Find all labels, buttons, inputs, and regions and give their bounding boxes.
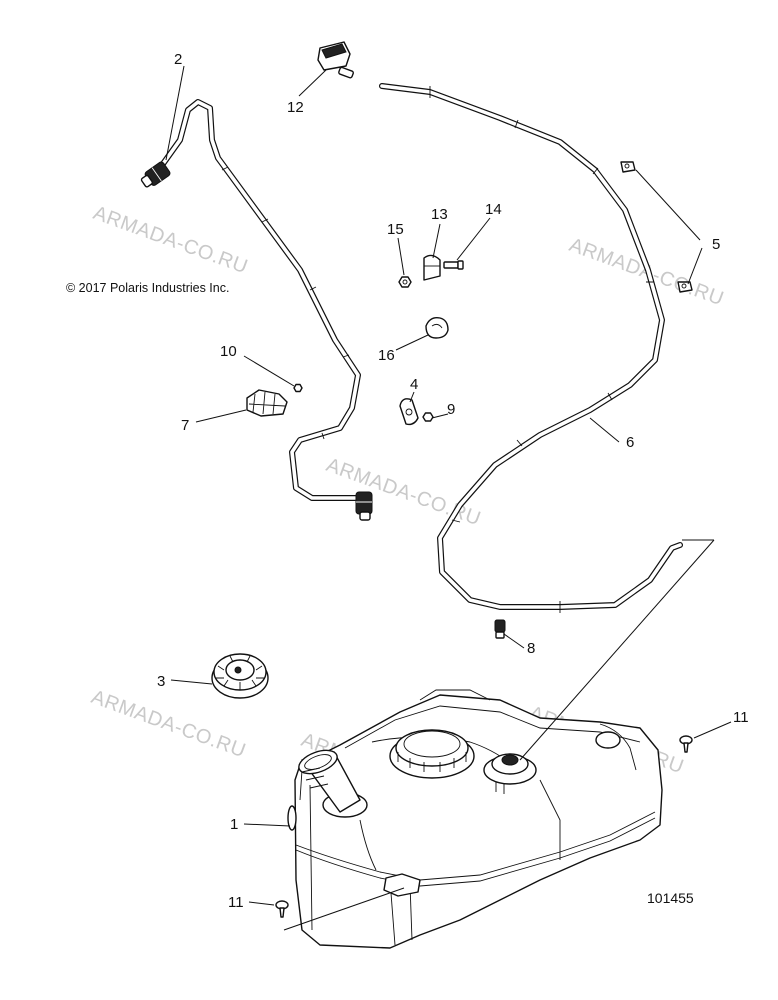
part-13-clip [423,254,441,281]
leader-lines [165,65,732,931]
part-5-clamp-b [677,281,693,293]
callout-11-lower: 11 [228,894,244,911]
part-6-fuel-hose [379,83,683,639]
part-11-screw-lower [275,900,289,918]
callout-10: 10 [220,343,237,360]
callout-15: 15 [387,221,404,238]
part-2-vent-hose [140,99,373,521]
callouts: 2 12 5 13 14 15 16 4 9 10 7 6 8 3 1 11 1… [157,51,749,911]
part-16-strap-clip [425,316,449,339]
part-11-screw-upper [679,735,693,753]
callout-16: 16 [378,347,395,364]
callout-5: 5 [712,236,720,253]
part-5-clamp-a [620,161,636,173]
watermark-1: ARMADA-CO.RU [90,202,250,278]
callout-1: 1 [230,816,238,833]
part-15-nut [398,276,412,288]
part-14-bolt [443,260,464,270]
part-8-fitting [494,619,506,639]
callout-13: 13 [431,206,448,223]
watermark-3: ARMADA-CO.RU [323,454,483,530]
part-4-p-clamp [399,398,419,426]
callout-3: 3 [157,673,165,690]
part-7-bracket [246,389,288,417]
callout-14: 14 [485,201,502,218]
part-1-fuel-tank [287,689,663,949]
callout-2: 2 [174,51,182,68]
callout-7: 7 [181,417,189,434]
watermark-4: ARMADA-CO.RU [88,686,248,762]
part-12-rollover-valve [317,41,354,79]
copyright-text: © 2017 Polaris Industries Inc. [66,281,229,295]
callout-12: 12 [287,99,304,116]
part-10-nut [293,383,303,393]
callout-8: 8 [527,640,535,657]
callout-9: 9 [447,401,455,418]
callout-4: 4 [410,376,418,393]
part-9-nut [422,412,434,422]
part-3-fuel-cap [211,653,269,699]
diagram-number: 101455 [647,890,694,906]
callout-6: 6 [626,434,634,451]
callout-11-upper: 11 [733,709,749,726]
